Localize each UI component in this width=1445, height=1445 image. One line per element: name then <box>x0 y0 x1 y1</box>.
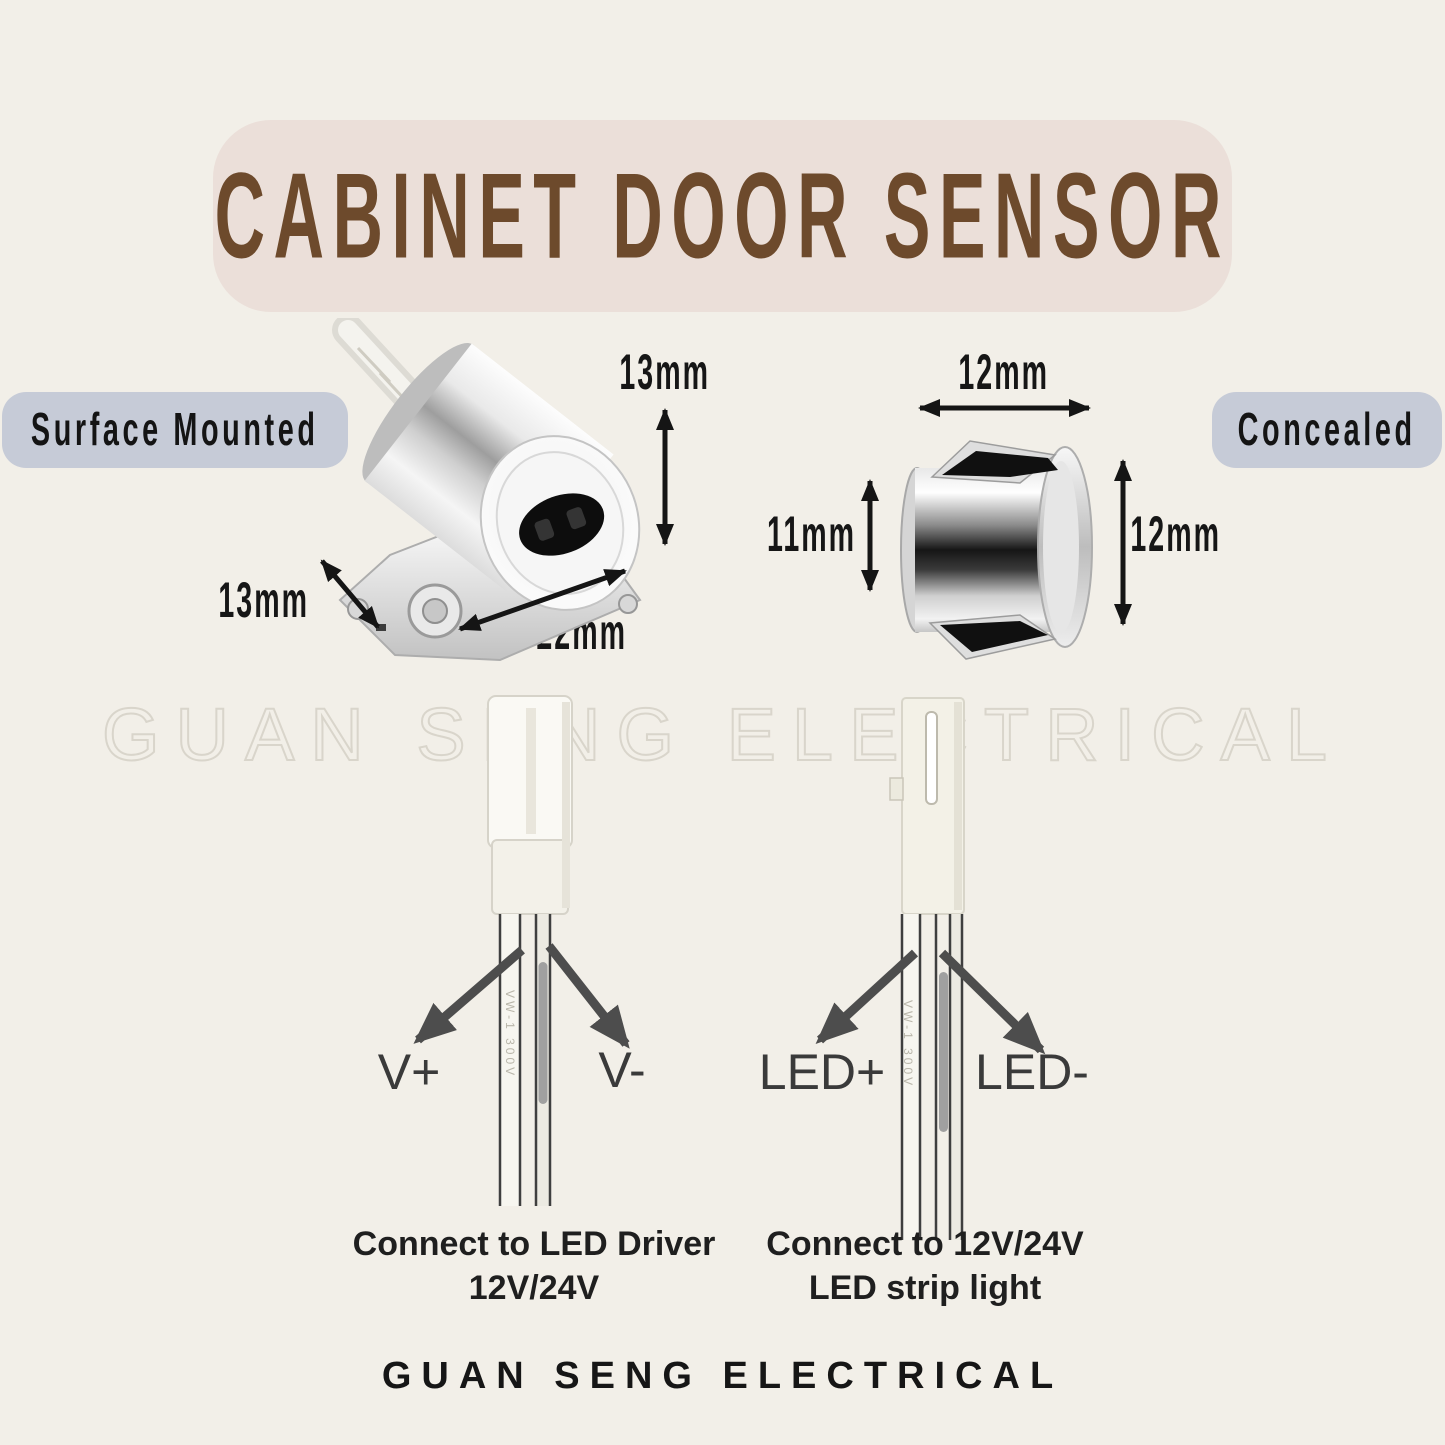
page-title: CABINET DOOR SENSOR <box>214 147 1231 284</box>
strip-caption: Connect to 12V/24V LED strip light <box>715 1222 1135 1310</box>
spring-clip-bottom <box>928 614 1057 660</box>
dim-label-diameter: 12mm <box>958 343 1050 400</box>
concealed-body <box>900 446 1093 648</box>
concealed-label: Concealed <box>1237 404 1417 455</box>
terminal-v-plus: V+ <box>377 1044 441 1100</box>
terminal-v-minus: V- <box>598 1042 646 1098</box>
sensor-face <box>479 435 641 611</box>
dim-label-flange-height: 12mm <box>1130 505 1222 562</box>
brand-text: GUAN SENG ELECTRICAL <box>381 1355 1064 1397</box>
spring-clip-top <box>930 440 1058 484</box>
dim-label-depth: 13mm <box>218 571 310 628</box>
strip-connector-image: VW-1 300V <box>889 697 965 1240</box>
surface-mounted-sensor-image <box>332 318 642 662</box>
concealed-sensor-image <box>900 440 1093 660</box>
watermark-text: GUAN SENG ELECTRICAL <box>101 692 1344 777</box>
dim-label-body-height: 11mm <box>767 505 857 562</box>
concealed-tag: Concealed <box>1212 392 1442 468</box>
strip-caption-line1: Connect to 12V/24V <box>766 1225 1084 1263</box>
title-banner: CABINET DOOR SENSOR <box>213 120 1232 312</box>
strip-caption-line2: LED strip light <box>808 1269 1042 1307</box>
connector-body <box>889 697 965 915</box>
dim-label-height: 13mm <box>619 343 711 400</box>
surface-mounted-label: Surface Mounted <box>31 404 319 455</box>
surface-mounted-tag: Surface Mounted <box>2 392 348 468</box>
driver-caption: Connect to LED Driver 12V/24V <box>324 1222 744 1310</box>
terminal-led-minus: LED- <box>975 1044 1089 1100</box>
connector-body <box>487 695 573 915</box>
driver-caption-line2: 12V/24V <box>468 1269 600 1307</box>
terminal-led-plus: LED+ <box>758 1044 886 1100</box>
driver-caption-line1: Connect to LED Driver <box>352 1225 716 1263</box>
driver-connector-image: VW-1 300V <box>487 695 573 1206</box>
